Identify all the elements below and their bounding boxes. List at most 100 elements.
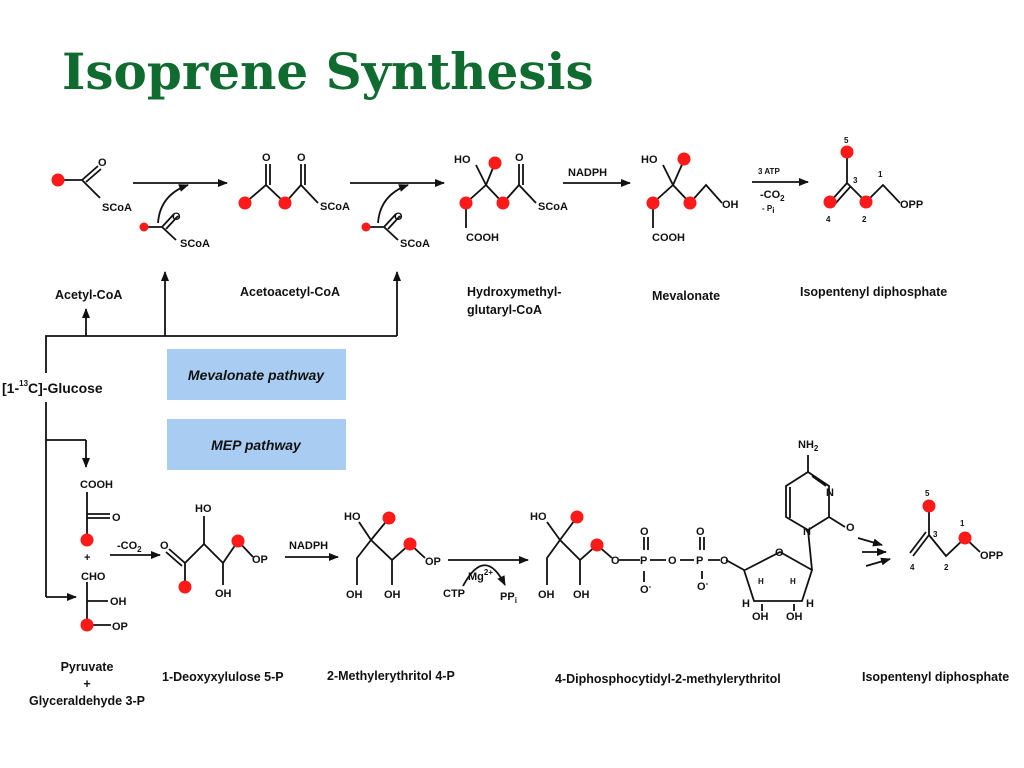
dxp-structure: O HO OH OP: [160, 503, 268, 600]
c13-label-dot: [238, 196, 252, 210]
c13-label-dot: [139, 222, 149, 232]
atom-o: O: [668, 555, 677, 567]
atom-cooh: COOH: [652, 232, 685, 244]
c13-label-dot: [840, 145, 854, 159]
label-hmg-coa-line1: Hydroxymethyl-: [467, 285, 561, 299]
reagent-pi: - Pi: [762, 204, 774, 215]
atom-cooh: COOH: [466, 232, 499, 244]
atom-o: O: [696, 526, 705, 538]
label-mevalonate: Mevalonate: [652, 289, 720, 303]
label-glucose: [1-13C]-Glucose: [2, 379, 103, 396]
atom-o: O: [720, 555, 729, 567]
c13-label-dot: [403, 537, 417, 551]
c13-label-dot: [51, 173, 65, 187]
atom-cho: CHO: [81, 571, 106, 583]
atom-oh: OH: [346, 589, 363, 601]
atom-op: OP: [425, 556, 441, 568]
c13-label-dot: [382, 511, 396, 525]
atom-o: O: [611, 555, 620, 567]
acetoacetyl-coa-structure: O O SCoA: [238, 152, 350, 213]
atom-o: O: [160, 540, 169, 552]
reaction-arrow-atp: 3 ATP -CO2 - Pi: [752, 167, 809, 215]
carbon-number-4: 4: [826, 215, 831, 224]
atom-o: O: [98, 157, 107, 169]
c13-label-dot: [80, 618, 94, 632]
atom-oh: OH: [110, 596, 127, 608]
reagent-mg: Mg2+: [468, 568, 493, 583]
atom-opp: OPP: [980, 550, 1003, 562]
carbon-number-1: 1: [878, 170, 883, 179]
carbon-number-5: 5: [925, 489, 930, 498]
carbon-number-4: 4: [910, 563, 915, 572]
carbon-number-5: 5: [844, 136, 849, 145]
ipp-structure-bottom: 5 3 1 4 2 OPP: [909, 489, 1003, 572]
atom-oh: OH: [384, 589, 401, 601]
atom-oh: OH: [752, 611, 769, 623]
label-cdp-me: 4-Diphosphocytidyl-2-methylerythritol: [555, 672, 781, 686]
atom-ho: HO: [344, 511, 361, 523]
reaction-arrow-ctp: Mg2+ CTP PPi: [443, 556, 529, 605]
reaction-arrow-co2: -CO2: [110, 540, 161, 559]
c13-label-dot: [677, 152, 691, 166]
atom-o: O: [394, 211, 403, 223]
c13-label-dot: [922, 499, 936, 513]
atom-h: H: [742, 598, 750, 610]
c13-label-dot: [590, 538, 604, 552]
c13-label-dot: [488, 156, 502, 170]
label-ipp-top: Isopentenyl diphosphate: [800, 285, 947, 299]
glucose-branch-lines: [45, 271, 401, 601]
label-acetoacetyl-coa: Acetoacetyl-CoA: [240, 285, 340, 299]
multistep-arrows: [857, 537, 891, 567]
glyceraldehyde-3p-structure: CHO OH OP: [80, 571, 128, 633]
label-acetyl-coa: Acetyl-CoA: [55, 288, 122, 302]
atom-o: O: [515, 152, 524, 164]
mep-pathway-label: MEP pathway: [211, 437, 302, 453]
atom-n: N: [803, 526, 811, 538]
atom-p: P: [696, 555, 703, 567]
atom-scoa: SCoA: [320, 201, 350, 213]
c13-label-dot: [231, 534, 245, 548]
atom-oh: OH: [215, 588, 232, 600]
c13-label-dot: [278, 196, 292, 210]
reagent-co2: -CO2: [760, 189, 785, 203]
atom-scoa: SCoA: [180, 238, 210, 250]
atom-nh2: NH2: [798, 439, 819, 453]
reagent-nadph: NADPH: [568, 167, 607, 179]
carbon-number-2: 2: [944, 563, 949, 572]
atom-oh: OH: [786, 611, 803, 623]
label-mep: 2-Methylerythritol 4-P: [327, 669, 455, 683]
atom-h: H: [758, 577, 764, 586]
c13-label-dot: [178, 580, 192, 594]
atom-n: N: [826, 487, 834, 499]
c13-label-dot: [646, 196, 660, 210]
atom-ho: HO: [641, 154, 658, 166]
pyruvate-structure: COOH O +: [80, 479, 121, 564]
label-plus: +: [83, 677, 90, 691]
c13-label-dot: [859, 195, 873, 209]
label-pyruvate: Pyruvate: [61, 660, 114, 674]
mevalonate-structure: HO OH COOH: [641, 152, 739, 244]
atom-ho: HO: [195, 503, 212, 515]
mevalonate-pathway-box: Mevalonate pathway: [167, 349, 346, 400]
reaction-arrow-2: O SCoA: [350, 179, 445, 250]
mep-pathway-box: MEP pathway: [167, 419, 346, 470]
atom-oh: OH: [722, 199, 739, 211]
c13-label-dot: [683, 196, 697, 210]
atom-o-minus: O-: [697, 579, 709, 593]
reagent-co2: -CO2: [117, 540, 142, 554]
carbon-number-3: 3: [933, 530, 938, 539]
atom-op: OP: [112, 621, 128, 633]
carbon-number-1: 1: [960, 519, 965, 528]
mep-structure: HO OH OH OP: [344, 511, 441, 601]
c13-label-dot: [459, 196, 473, 210]
atom-cooh: COOH: [80, 479, 113, 491]
label-ipp-bottom: Isopentenyl diphosphate: [862, 670, 1009, 684]
c13-label-dot: [361, 222, 371, 232]
atom-o: O: [297, 152, 306, 164]
atom-o: O: [172, 211, 181, 223]
hmg-coa-structure: HO O SCoA COOH: [454, 152, 568, 244]
reagent-nadph: NADPH: [289, 540, 328, 552]
atom-o: O: [640, 526, 649, 538]
plus-sign: +: [84, 552, 90, 564]
